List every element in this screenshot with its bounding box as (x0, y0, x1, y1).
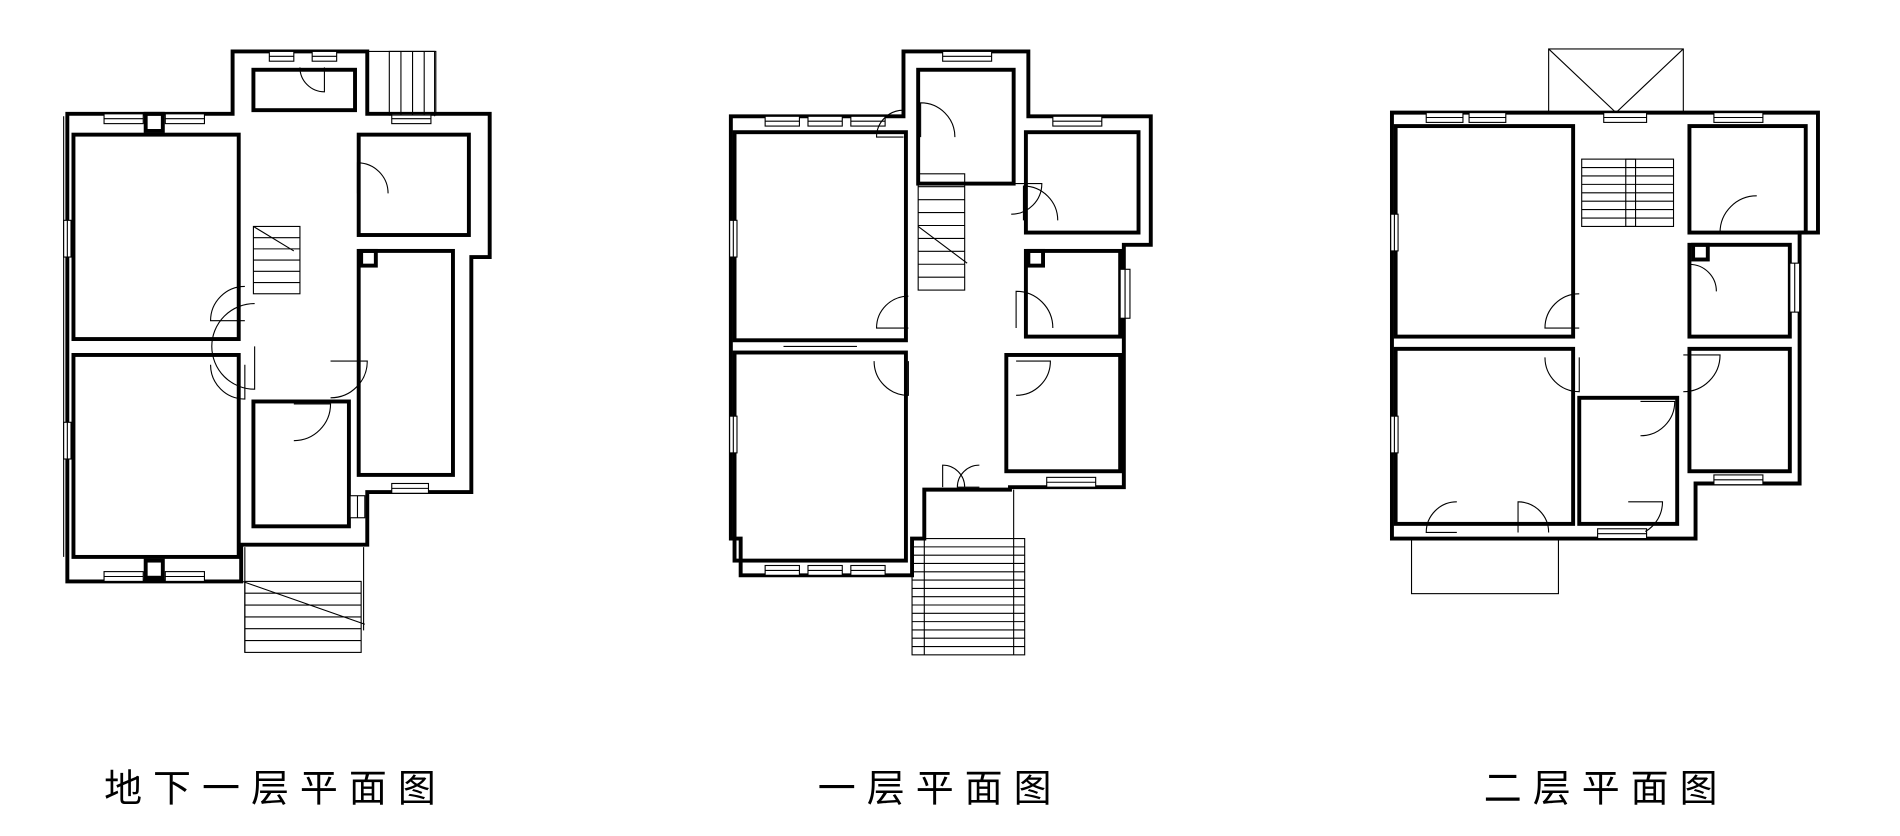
vestibule (916, 67, 1016, 186)
second-floor-plan-title: 二层平面图 (1484, 767, 1729, 811)
door-swing (1640, 400, 1676, 437)
door-swing (293, 403, 332, 442)
vestibule (251, 67, 357, 113)
room (356, 248, 455, 477)
break-line (253, 225, 295, 252)
door-swing (1688, 263, 1717, 292)
door-swing (210, 364, 246, 400)
door-swing (873, 361, 909, 396)
door-swing (956, 464, 980, 488)
room (71, 353, 241, 559)
room (356, 132, 471, 237)
door-swing (1544, 293, 1580, 329)
door-swing (299, 67, 325, 93)
door-swing (875, 109, 904, 138)
door-swing (211, 303, 256, 390)
stair-well (1625, 158, 1637, 227)
door-swing (1719, 195, 1757, 234)
room (1687, 124, 1808, 235)
first-floor-plan (728, 49, 1153, 656)
room (1004, 353, 1123, 474)
break-line (917, 226, 968, 264)
second-floor-plan (1389, 48, 1820, 595)
door-swing (942, 464, 966, 488)
door-swing (875, 295, 909, 329)
chimney (1026, 248, 1046, 268)
door-swing (1022, 185, 1059, 221)
basement-plan-title: 地下一层平面图 (104, 767, 447, 811)
door-swing (920, 102, 956, 138)
room (71, 132, 241, 342)
stair-rail (367, 50, 436, 117)
door-swing (356, 162, 389, 194)
door-swing (1011, 183, 1043, 215)
door-swing (1015, 290, 1054, 329)
room (1577, 395, 1680, 526)
basement-floor-plan (63, 49, 492, 653)
stair-rail (242, 547, 366, 653)
column (143, 558, 165, 580)
roof-line (1548, 48, 1684, 114)
door-swing (1425, 501, 1457, 533)
exterior-wall (65, 49, 492, 584)
exterior-wall (728, 49, 1153, 578)
stair-rail (923, 489, 1015, 655)
door-swing (210, 285, 245, 322)
room (251, 399, 351, 529)
room (1687, 346, 1792, 474)
chimney (1691, 242, 1710, 262)
room (1023, 130, 1141, 235)
room (1393, 124, 1576, 339)
first-floor-plan-title: 一层平面图 (818, 767, 1063, 811)
stair (917, 173, 966, 291)
room (732, 130, 908, 343)
room (1393, 346, 1576, 526)
chimney (359, 248, 378, 268)
door-swing (1517, 501, 1550, 533)
roof-terrace (1548, 48, 1684, 114)
door-swing (330, 360, 368, 399)
door-swing (1683, 354, 1721, 393)
door-swing (1628, 501, 1664, 533)
balcony (1410, 538, 1559, 595)
door-swing (1016, 360, 1051, 396)
column (143, 111, 165, 133)
room (732, 350, 908, 563)
door-swing (1544, 357, 1580, 393)
